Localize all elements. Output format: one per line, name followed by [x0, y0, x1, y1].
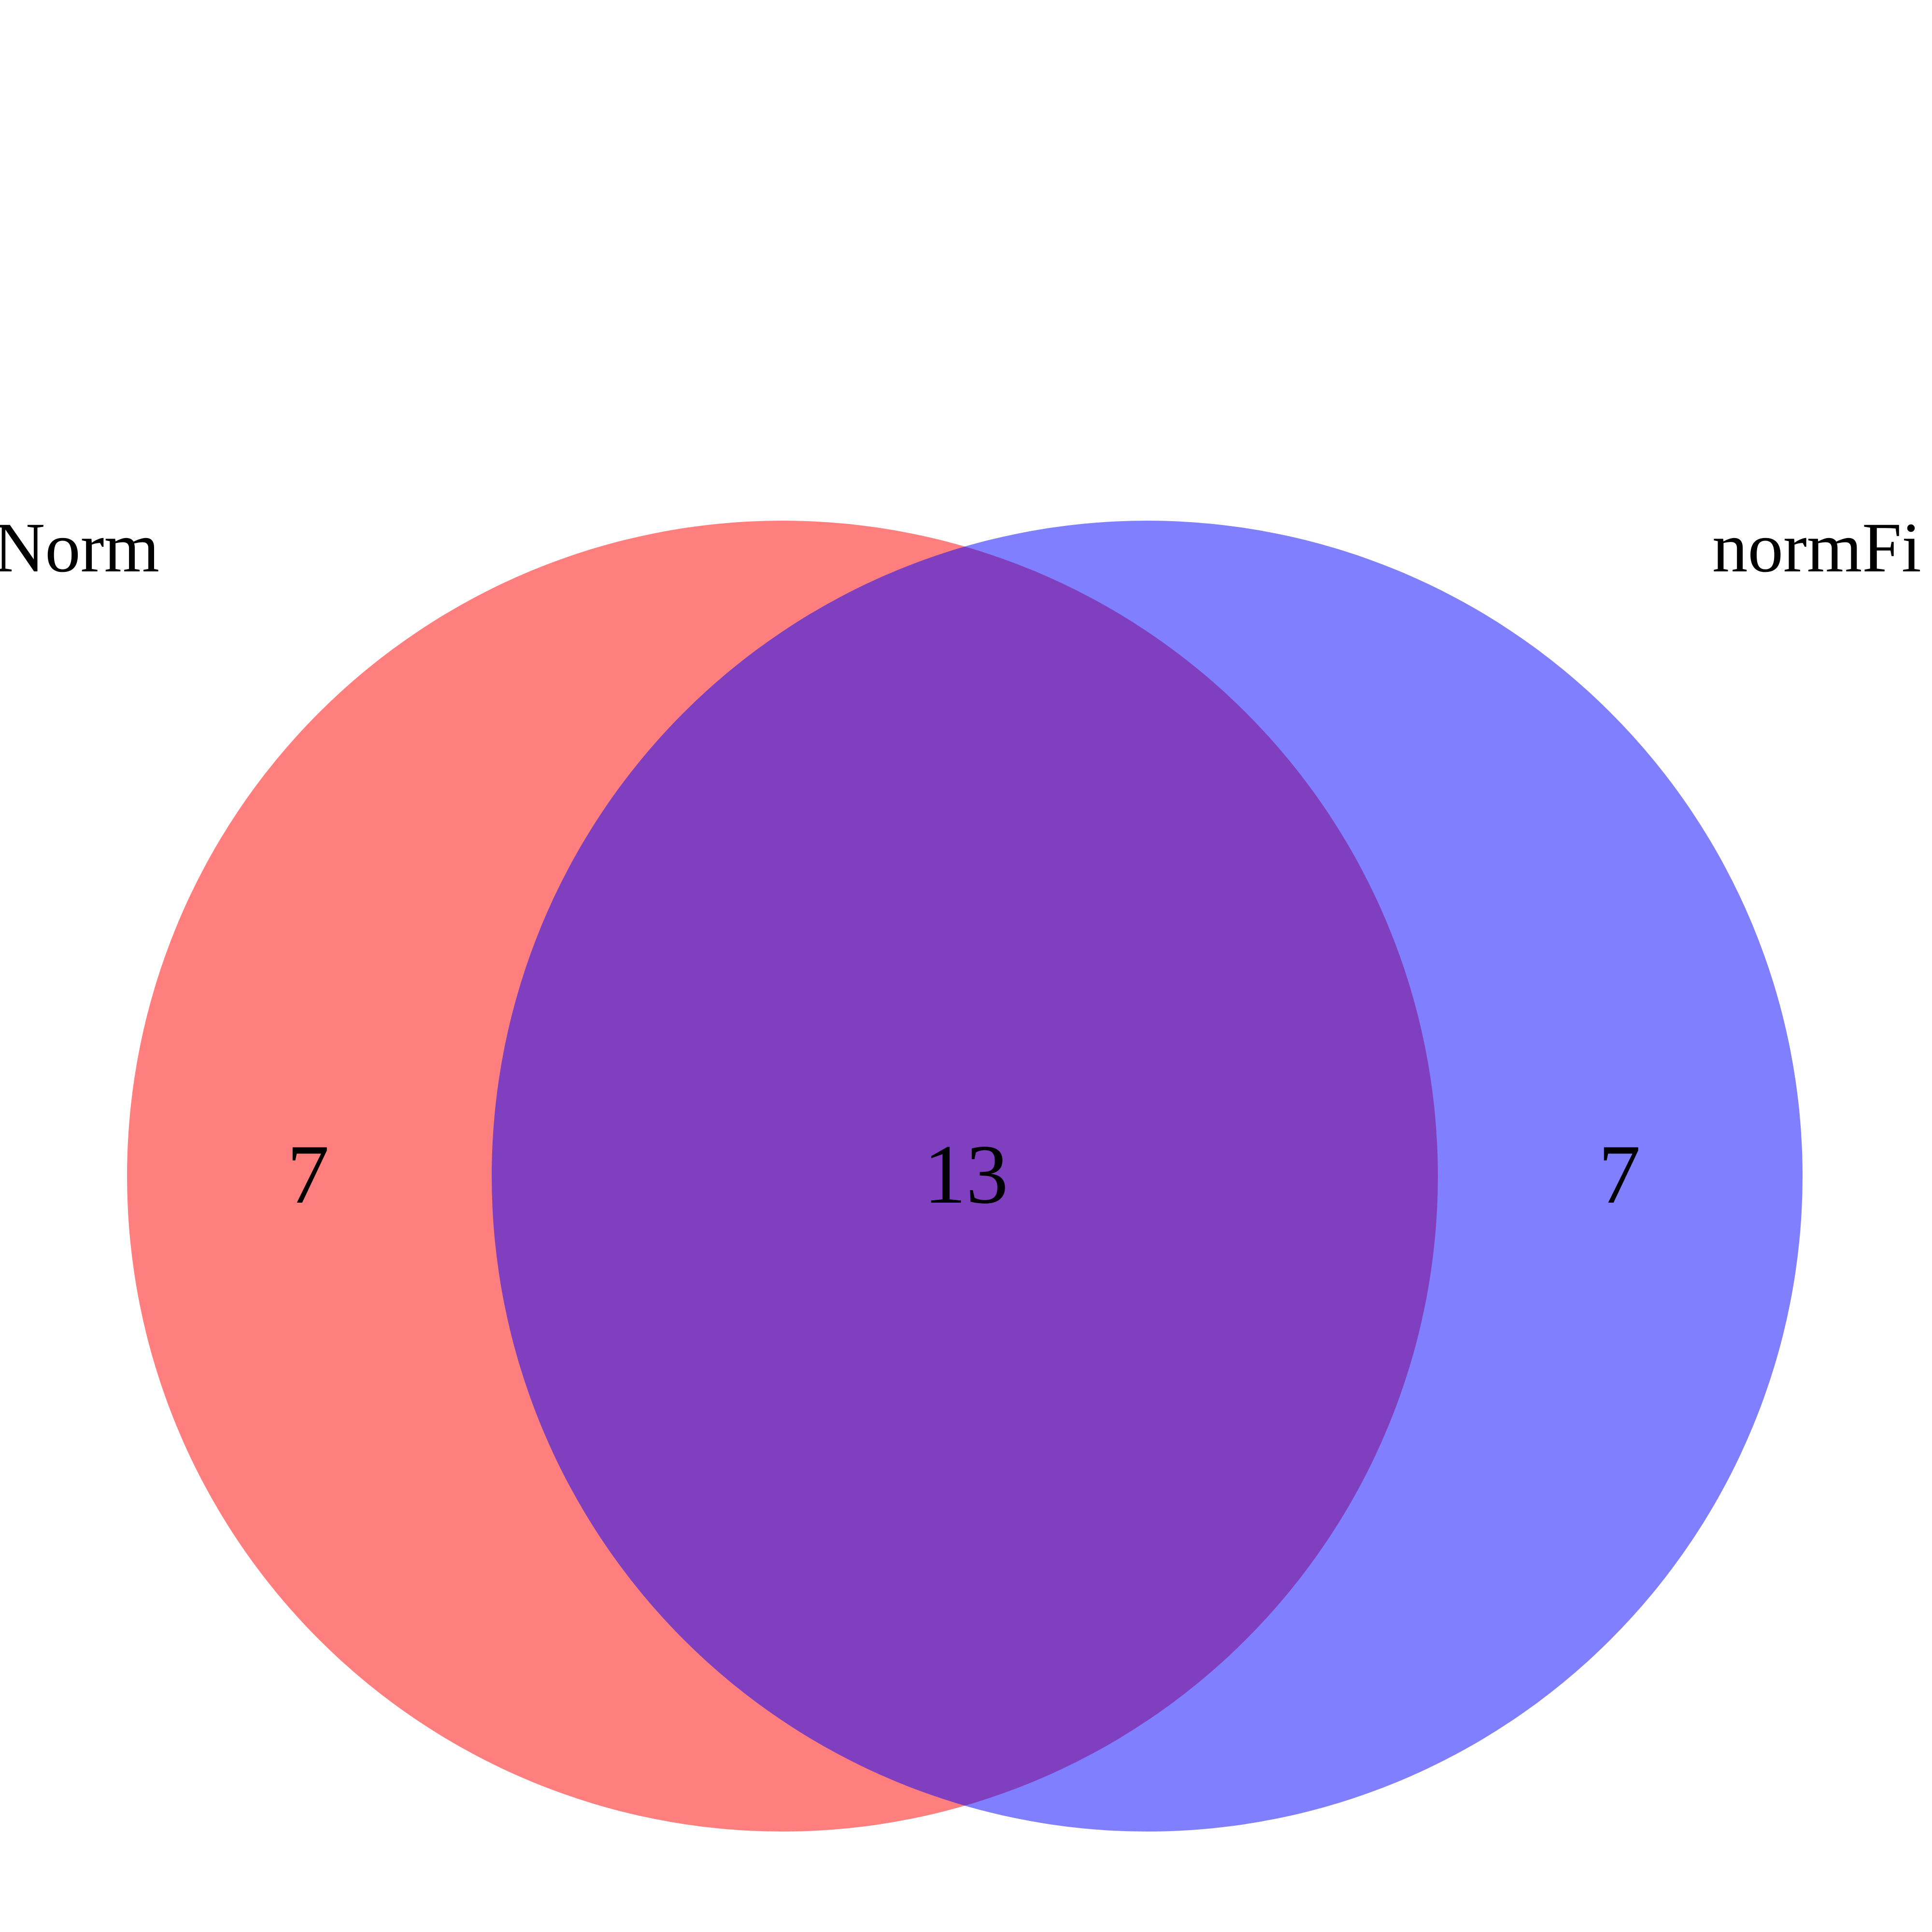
set-label-right: normFi: [1712, 508, 1921, 587]
count-left-only: 7: [287, 1127, 329, 1221]
set-label-left: Norm: [0, 508, 159, 587]
set-circle-right: [492, 521, 1803, 1832]
count-right-only: 7: [1598, 1127, 1641, 1221]
count-intersection: 13: [924, 1127, 1009, 1221]
